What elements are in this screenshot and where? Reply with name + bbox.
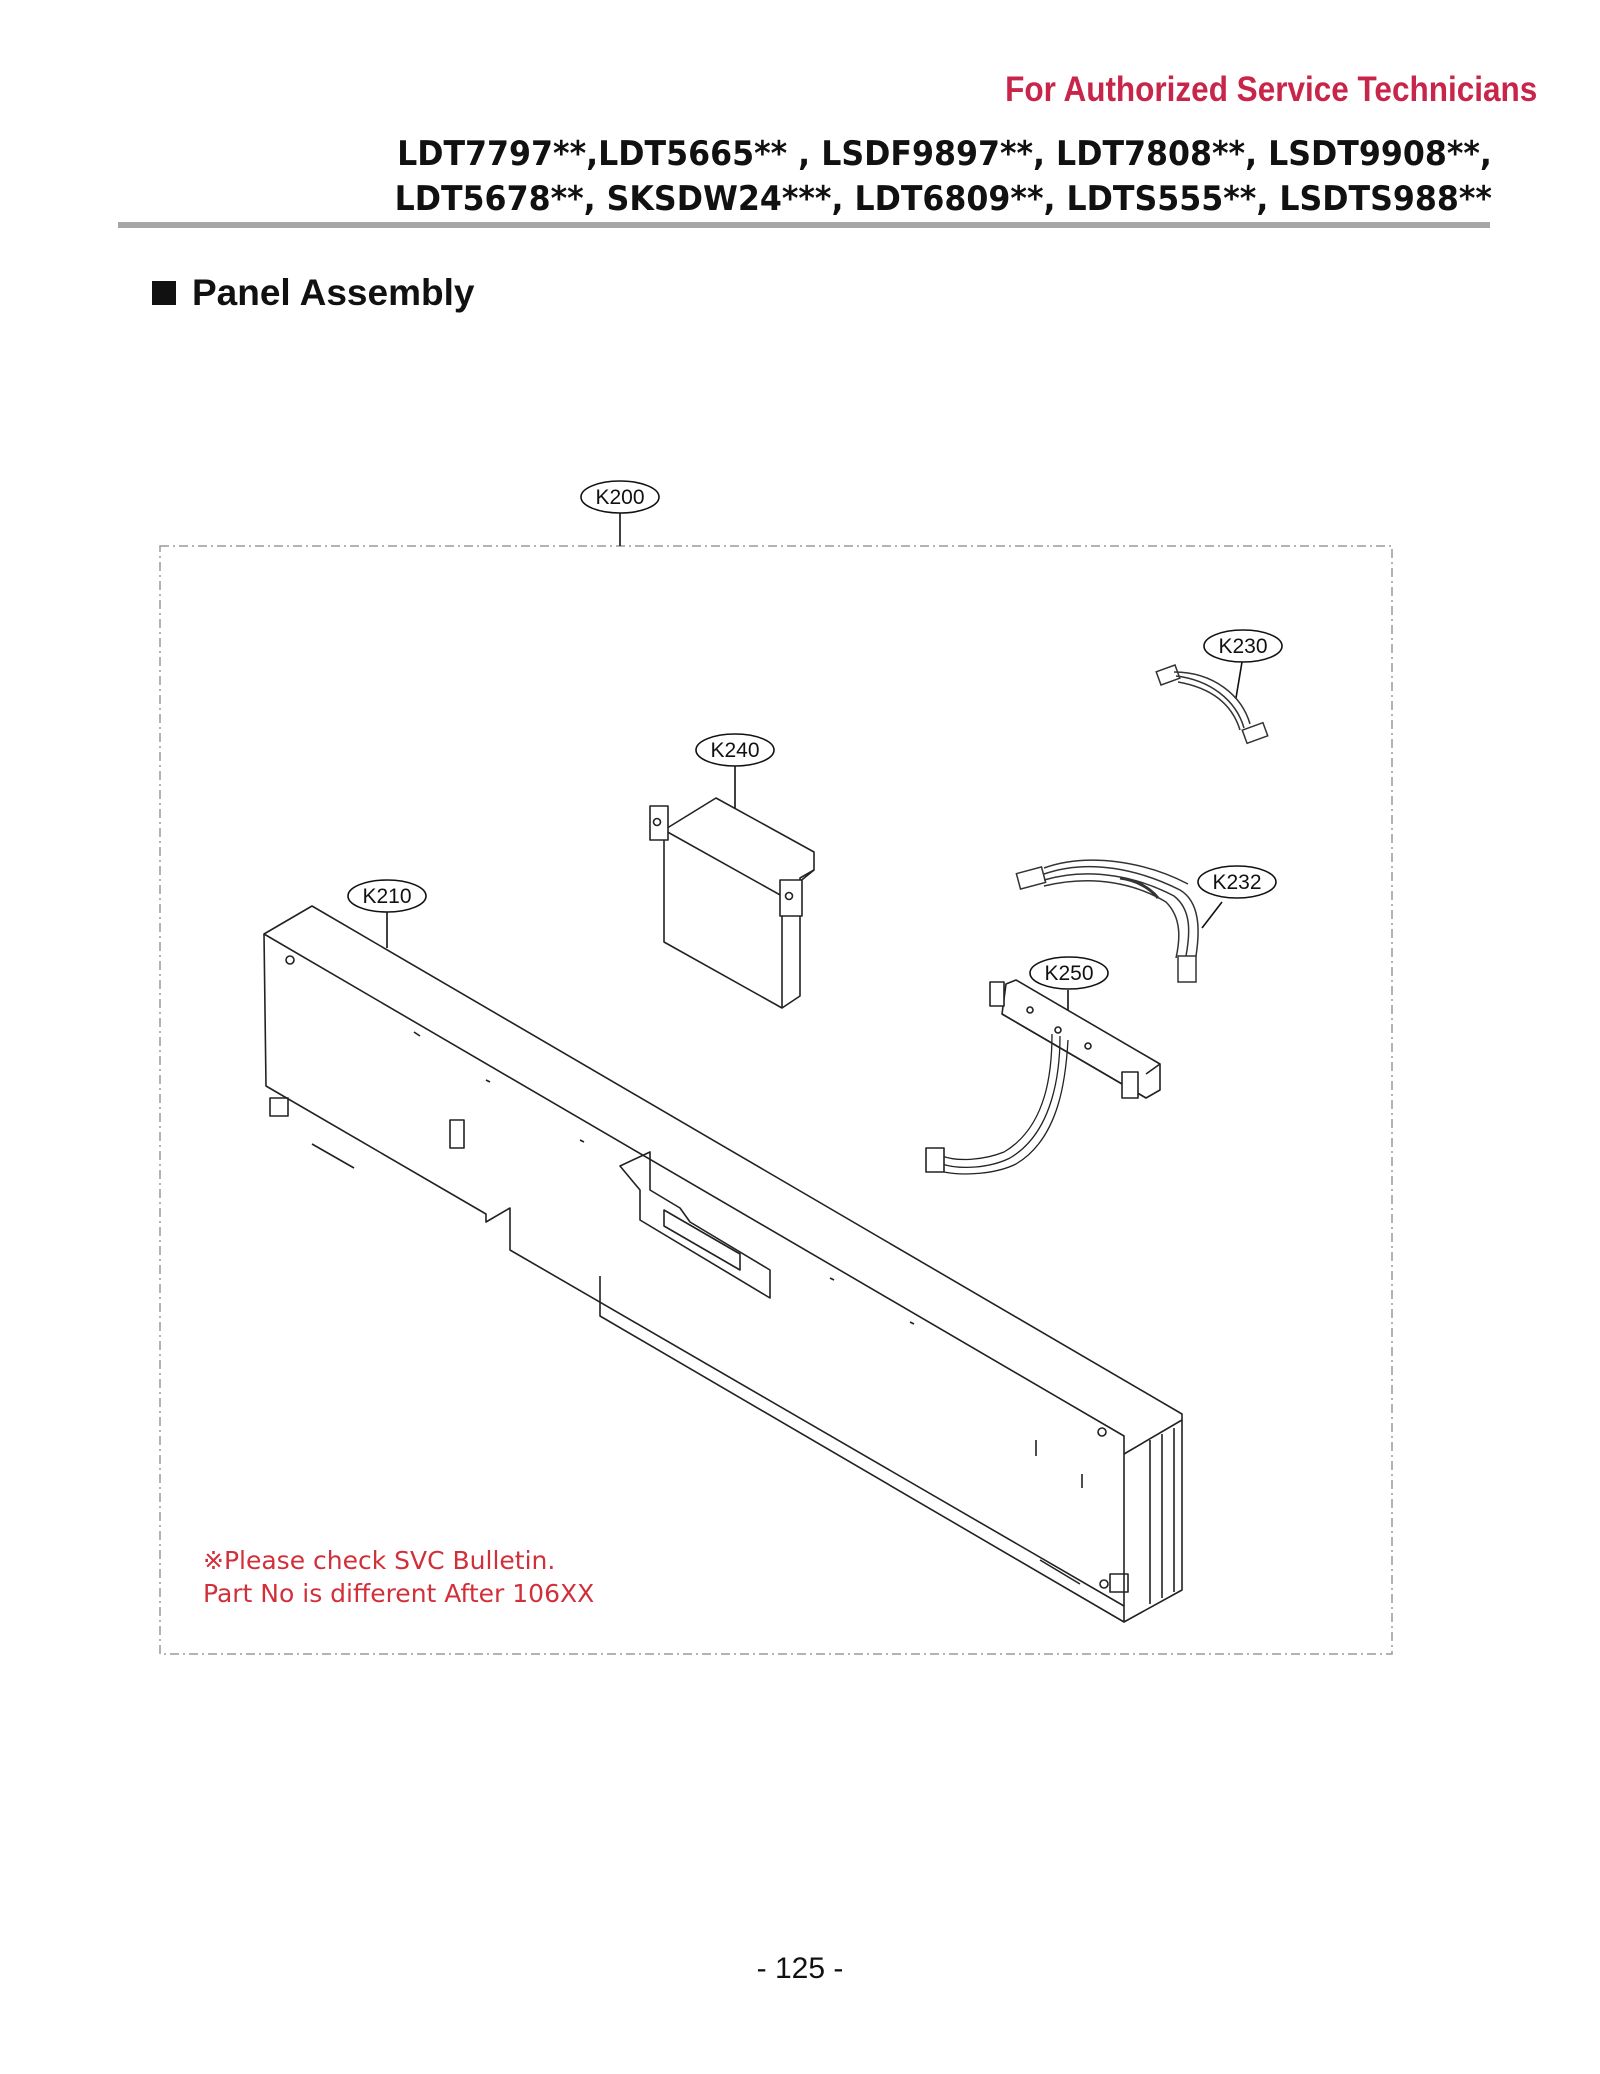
harness-k232-part	[1015, 859, 1199, 983]
switch-board-k250-part	[925, 979, 1161, 1175]
assembly-boundary	[159, 545, 1393, 1655]
square-bullet-icon	[152, 281, 176, 305]
leader-k230	[1235, 661, 1243, 699]
service-bulletin-note-line-2: Part No is different After 106XX	[203, 1579, 595, 1608]
model-list: LDT7797**,LDT5665** , LSDF9897**, LDT780…	[312, 132, 1492, 222]
page-number: - 125 -	[756, 1952, 844, 1985]
callout-k210: K210	[347, 879, 427, 913]
callout-k232: K232	[1197, 865, 1277, 899]
panel-k210-part	[263, 905, 1183, 1623]
callout-k240-label: K240	[710, 739, 759, 762]
model-list-line-1: LDT7797**,LDT5665** , LSDF9897**, LDT780…	[397, 134, 1492, 174]
authorized-technicians-heading: For Authorized Service Technicians	[1004, 70, 1537, 109]
callout-k240: K240	[695, 733, 775, 767]
callout-k230: K230	[1203, 629, 1283, 663]
callouts: K200 K210 K230 K232 K240 K250	[347, 480, 1283, 990]
leader-k232	[1201, 901, 1223, 929]
section-title-text: Panel Assembly	[192, 272, 475, 313]
module-k240-part	[649, 797, 815, 1009]
callout-k250-label: K250	[1044, 962, 1093, 985]
section-title: Panel Assembly	[152, 272, 474, 314]
header-rule	[118, 222, 1490, 228]
callout-k200: K200	[580, 480, 660, 514]
callout-k230-label: K230	[1218, 635, 1267, 658]
service-bulletin-note: ※Please check SVC Bulletin. Part No is d…	[203, 1544, 594, 1610]
service-bulletin-note-line-1: ※Please check SVC Bulletin.	[203, 1546, 556, 1575]
callout-k232-label: K232	[1212, 871, 1261, 894]
callout-k200-label: K200	[595, 486, 644, 509]
callout-k210-label: K210	[362, 885, 411, 908]
callout-k250: K250	[1029, 956, 1109, 990]
model-list-line-2: LDT5678**, SKSDW24***, LDT6809**, LDTS55…	[394, 179, 1492, 219]
harness-k230-part	[1155, 664, 1269, 745]
